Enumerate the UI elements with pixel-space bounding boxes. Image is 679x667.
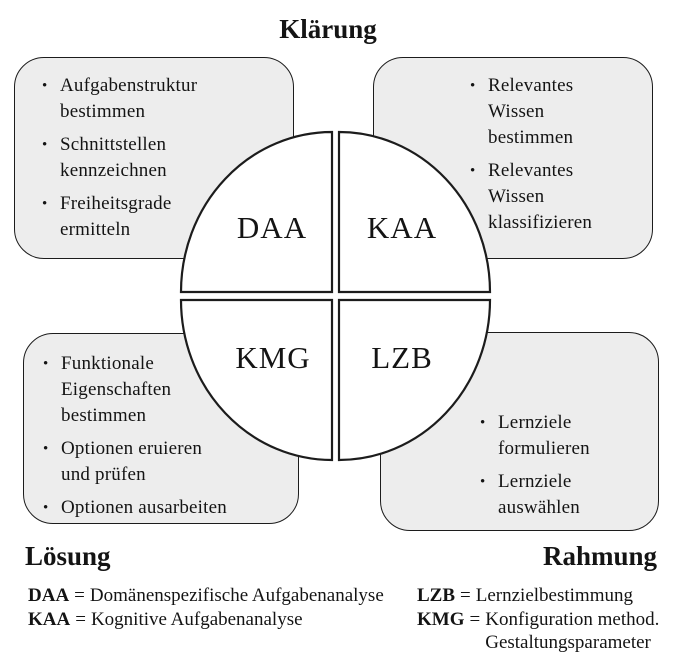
bullet-icon: • bbox=[42, 78, 48, 94]
list-item-text: Freiheitsgrade ermitteln bbox=[60, 193, 172, 240]
bullet-list-kaa: • Relevantes Wissen bestimmen • Relevant… bbox=[470, 73, 652, 236]
legend-entry-kaa: KAA = Kognitive Aufgabenanalyse bbox=[28, 608, 384, 632]
legend-abbr: KMG bbox=[417, 608, 465, 630]
quadrant-kaa-shape bbox=[337, 130, 492, 294]
bullet-icon: • bbox=[470, 163, 476, 179]
list-item-text: Relevantes Wissen bestimmen bbox=[488, 75, 574, 148]
legend-right: LZB = Lernzielbestimmung KMG = Konfigura… bbox=[417, 584, 659, 655]
list-item-text: Aufgabenstruktur bestimmen bbox=[60, 75, 198, 122]
phase-label-klaerung: Klärung bbox=[279, 14, 377, 44]
phase-label-rahmung: Rahmung bbox=[542, 541, 657, 571]
quadrant-lzb-shape bbox=[337, 298, 492, 462]
list-item-text: Optionen ausarbeiten bbox=[61, 497, 227, 518]
quadrant-label-daa: DAA bbox=[236, 210, 308, 245]
bullet-icon: • bbox=[43, 500, 49, 516]
bullet-icon: • bbox=[43, 441, 49, 457]
legend-left: DAA = Domänenspezifische Aufgabenanalyse… bbox=[28, 584, 384, 631]
list-item: • Optionen eruieren und prüfen bbox=[43, 436, 298, 488]
legend-definition: Kognitive Aufgabenanalyse bbox=[90, 608, 303, 630]
bullet-icon: • bbox=[470, 78, 476, 94]
legend-entry-lzb: LZB = Lernzielbestimmung bbox=[417, 584, 659, 608]
legend-abbr: LZB bbox=[417, 585, 456, 606]
list-item-text: Relevantes Wissen klassifizieren bbox=[488, 160, 593, 233]
list-item: • Aufgabenstruktur bestimmen bbox=[42, 73, 293, 125]
list-item-text: Lernziele formulieren bbox=[498, 412, 590, 459]
list-item: • Schnittstellen kennzeichnen bbox=[42, 132, 293, 184]
legend-entry-daa: DAA = Domänenspezifische Aufgabenanalyse bbox=[28, 584, 384, 608]
legend-abbr: DAA bbox=[28, 585, 70, 606]
bullet-list-daa: • Aufgabenstruktur bestimmen • Schnittst… bbox=[42, 73, 293, 243]
legend-equals: = bbox=[74, 585, 85, 606]
quadrant-kmg-shape bbox=[179, 298, 334, 462]
list-item-text: Lernziele auswählen bbox=[498, 471, 580, 518]
quadrant-label-lzb: LZB bbox=[371, 340, 433, 375]
legend-definition: Lernzielbestimmung bbox=[475, 585, 633, 606]
legend-equals: = bbox=[469, 608, 481, 630]
phase-label-loesung: Lösung bbox=[25, 541, 111, 571]
bullet-icon: • bbox=[480, 415, 486, 431]
list-item: • Freiheitsgrade ermitteln bbox=[42, 191, 293, 243]
legend-equals: = bbox=[75, 608, 86, 630]
bullet-list-kmg: • Funktionale Eigenschaften bestimmen • … bbox=[43, 351, 298, 521]
list-item-text: Optionen eruieren und prüfen bbox=[61, 438, 203, 485]
quadrant-daa-shape bbox=[179, 130, 334, 294]
list-item: • Lernziele formulieren bbox=[480, 410, 658, 462]
bullet-icon: • bbox=[42, 196, 48, 212]
legend-definition: Domänenspezifische Aufgabenanalyse bbox=[89, 585, 384, 606]
list-item-text: Schnittstellen kennzeichnen bbox=[60, 134, 167, 181]
quadrant-label-kmg: KMG bbox=[235, 340, 311, 375]
list-item: • Optionen ausarbeiten bbox=[43, 495, 298, 521]
bullet-list-lzb: • Lernziele formulieren • Lernziele ausw… bbox=[480, 410, 658, 521]
legend-abbr: KAA bbox=[28, 608, 71, 630]
legend-equals: = bbox=[460, 585, 471, 606]
quadrant-label-kaa: KAA bbox=[366, 210, 438, 245]
list-item: • Relevantes Wissen klassifizieren bbox=[470, 158, 652, 236]
task-box-daa: • Aufgabenstruktur bestimmen • Schnittst… bbox=[14, 57, 294, 259]
list-item: • Funktionale Eigenschaften bestimmen bbox=[43, 351, 298, 429]
bullet-icon: • bbox=[43, 356, 49, 372]
bullet-icon: • bbox=[42, 137, 48, 153]
list-item-text: Funktionale Eigenschaften bestimmen bbox=[61, 353, 172, 426]
list-item: • Lernziele auswählen bbox=[480, 469, 658, 521]
list-item: • Relevantes Wissen bestimmen bbox=[470, 73, 652, 151]
legend-definition: Konfiguration method. Gestaltungsparamet… bbox=[485, 608, 660, 654]
bullet-icon: • bbox=[480, 474, 486, 490]
legend-entry-kmg: KMG = Konfiguration method. Gestaltungsp… bbox=[417, 608, 659, 655]
